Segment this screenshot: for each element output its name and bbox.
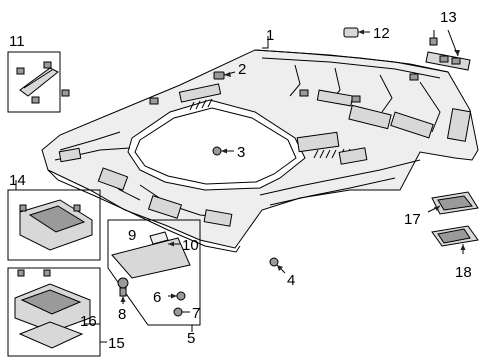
callout-18: 18 bbox=[455, 264, 472, 281]
grab-handle-group bbox=[7, 51, 70, 113]
callout-13: 13 bbox=[440, 9, 457, 26]
clip-part-2 bbox=[213, 71, 236, 80]
callout-1: 1 bbox=[266, 27, 274, 44]
callout-15: 15 bbox=[108, 335, 125, 352]
callout-11: 11 bbox=[9, 33, 25, 50]
callout-5: 5 bbox=[187, 330, 195, 347]
callout-14: 14 bbox=[9, 172, 26, 189]
clip-part-4 bbox=[269, 257, 286, 274]
clip-part-12 bbox=[343, 27, 370, 38]
callout-labels: 1 2 3 4 5 6 7 8 9 10 11 12 13 14 15 16 1… bbox=[9, 9, 472, 352]
callout-12: 12 bbox=[373, 25, 390, 42]
callout-10: 10 bbox=[182, 237, 199, 254]
map-light-part-13 bbox=[425, 29, 471, 71]
clip-part-3 bbox=[212, 146, 234, 156]
grab-handle-part bbox=[16, 61, 70, 104]
callout-9: 9 bbox=[128, 227, 136, 244]
callout-2: 2 bbox=[238, 61, 246, 78]
rear-light-part-17 bbox=[427, 191, 479, 215]
lens-part-18 bbox=[431, 225, 479, 254]
callout-3: 3 bbox=[237, 144, 245, 161]
callout-4: 4 bbox=[287, 272, 295, 289]
callout-8: 8 bbox=[118, 306, 126, 323]
callout-17: 17 bbox=[404, 211, 421, 228]
clip-part-8 bbox=[117, 277, 129, 304]
callout-7: 7 bbox=[192, 305, 200, 322]
leader-lines bbox=[15, 36, 269, 343]
sun-visor-group bbox=[107, 219, 201, 326]
callout-16: 16 bbox=[80, 313, 97, 330]
dome-light-group bbox=[7, 189, 101, 261]
callout-6: 6 bbox=[153, 289, 161, 306]
headliner-assembly bbox=[41, 49, 479, 253]
console-light-group bbox=[7, 267, 101, 357]
